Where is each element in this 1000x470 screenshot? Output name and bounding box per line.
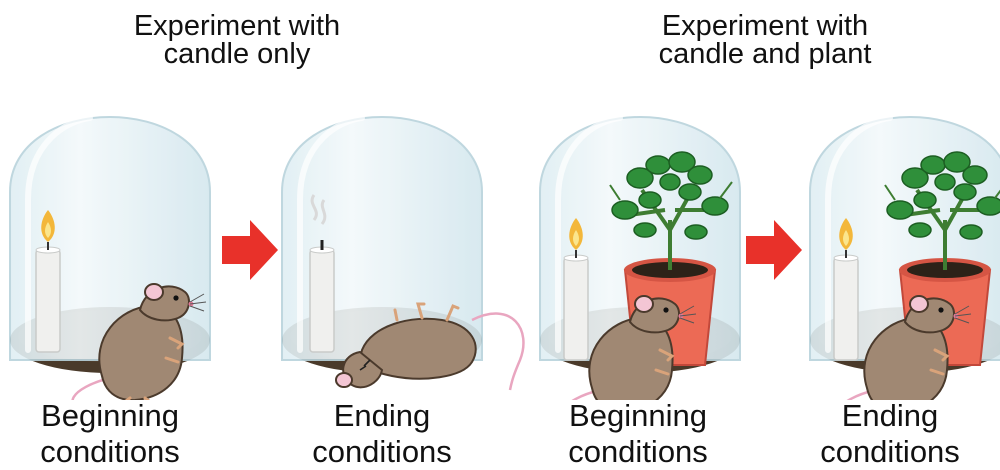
- panel-candle-only-ending: [282, 117, 523, 390]
- panel-candle-plant-ending: [810, 117, 1000, 400]
- caption-candle-plant-ending: Ending conditions: [780, 398, 1000, 470]
- arrow-icon: [746, 220, 802, 280]
- caption-candle-only-ending: Ending conditions: [272, 398, 492, 470]
- caption-line1: Beginning: [528, 398, 748, 434]
- arrow-icon: [222, 220, 278, 280]
- experiment-illustration: [0, 0, 1000, 400]
- caption-candle-plant-beginning: Beginning conditions: [528, 398, 748, 470]
- caption-candle-only-beginning: Beginning conditions: [0, 398, 220, 470]
- caption-line2: conditions: [528, 434, 748, 470]
- caption-line1: Beginning: [0, 398, 220, 434]
- caption-line2: conditions: [780, 434, 1000, 470]
- caption-line1: Ending: [780, 398, 1000, 434]
- panel-candle-only-beginning: [10, 117, 210, 400]
- caption-line1: Ending: [272, 398, 492, 434]
- caption-line2: conditions: [0, 434, 220, 470]
- caption-line2: conditions: [272, 434, 492, 470]
- panel-candle-plant-beginning: [540, 117, 740, 400]
